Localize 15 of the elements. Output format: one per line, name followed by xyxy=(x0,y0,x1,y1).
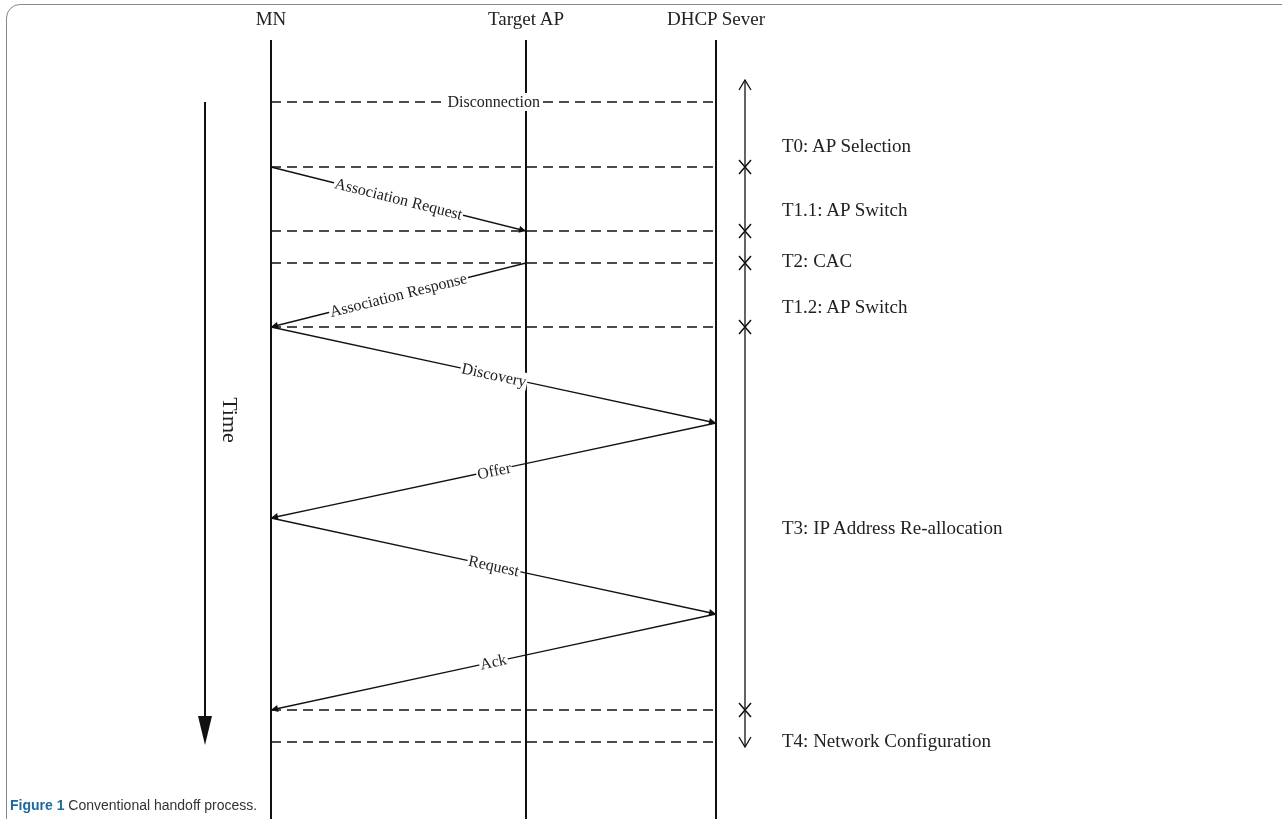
participant-label: Target AP xyxy=(488,8,564,30)
interval-label: T1.1: AP Switch xyxy=(782,199,908,221)
interval-label: T1.2: AP Switch xyxy=(782,296,908,318)
interval-label: T0: AP Selection xyxy=(782,135,912,157)
caption: Figure 1 Conventional handoff process. xyxy=(10,797,258,813)
interval-label: T2: CAC xyxy=(782,250,853,272)
message-arrow xyxy=(270,613,717,712)
axis-label: Time xyxy=(216,397,243,443)
message-arrow xyxy=(270,517,717,616)
edge-label: Disconnection xyxy=(446,93,541,111)
message-arrow xyxy=(270,422,717,520)
interval-label: T4: Network Configuration xyxy=(782,730,991,752)
interval-label: T3: IP Address Re-allocation xyxy=(782,517,1003,539)
participant-label: DHCP Sever xyxy=(667,8,765,30)
participant-label: MN xyxy=(255,8,287,30)
